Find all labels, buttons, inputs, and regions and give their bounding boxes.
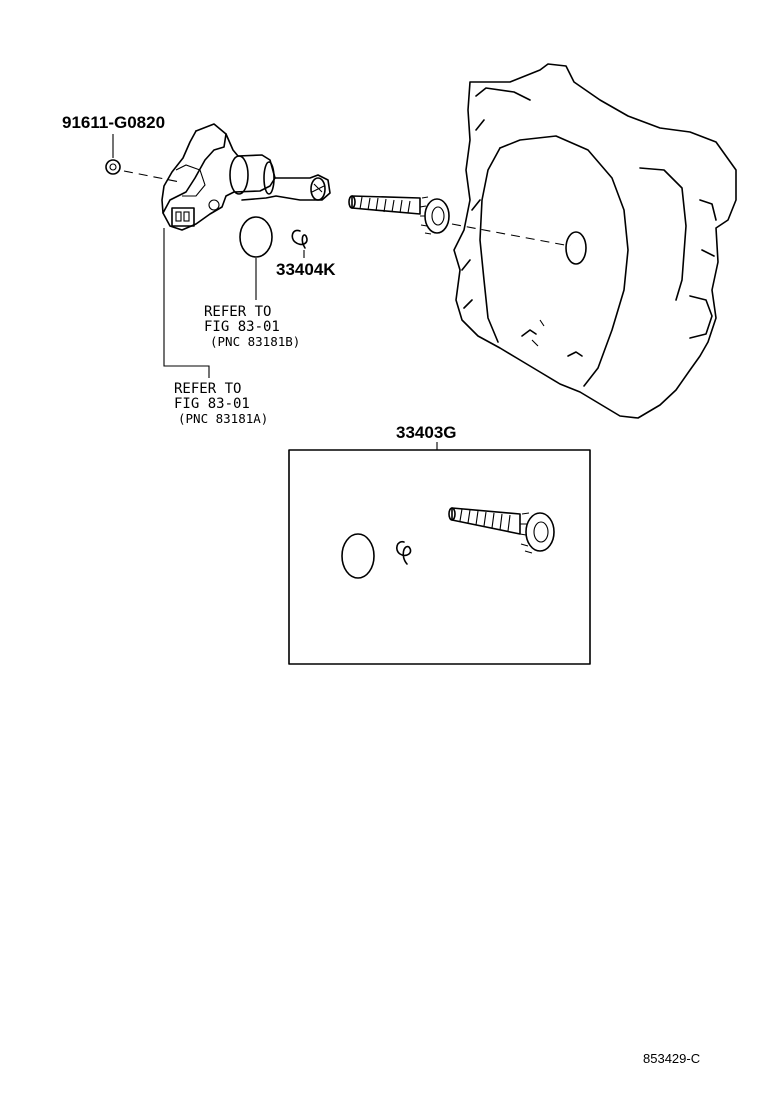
o-ring-ref-line1: REFER TO: [204, 304, 271, 320]
clip-icon: [291, 229, 308, 249]
bolt-assembly-line: [123, 170, 181, 183]
sensor-ref-line3: (PNC 83181A): [178, 411, 268, 426]
speed-sensor-icon: [161, 123, 331, 231]
o-ring-ref-line2: FIG 83-01: [204, 319, 280, 335]
bolt-part-number: 91611-G0820: [62, 113, 165, 132]
kit-o-ring-icon: [341, 533, 375, 579]
transmission-case-icon: [453, 63, 737, 419]
clip-part-number: 33404K: [276, 260, 336, 279]
sensor-leader: [163, 228, 210, 378]
kit-part-number: 33403G: [396, 423, 457, 442]
kit-clip-icon: [395, 540, 412, 565]
o-ring-ref-line3: (PNC 83181B): [210, 334, 300, 349]
sensor-ref-line2: FIG 83-01: [174, 396, 250, 412]
driven-gear-icon: [348, 195, 450, 235]
figure-id: 853429-C: [643, 1051, 700, 1066]
o-ring-icon: [239, 216, 273, 258]
bolt-icon: [105, 159, 121, 175]
sensor-ref-line1: REFER TO: [174, 381, 241, 397]
kit-box: [288, 449, 591, 665]
kit-gear-icon: [448, 507, 555, 554]
gear-assembly-line: [451, 223, 571, 247]
